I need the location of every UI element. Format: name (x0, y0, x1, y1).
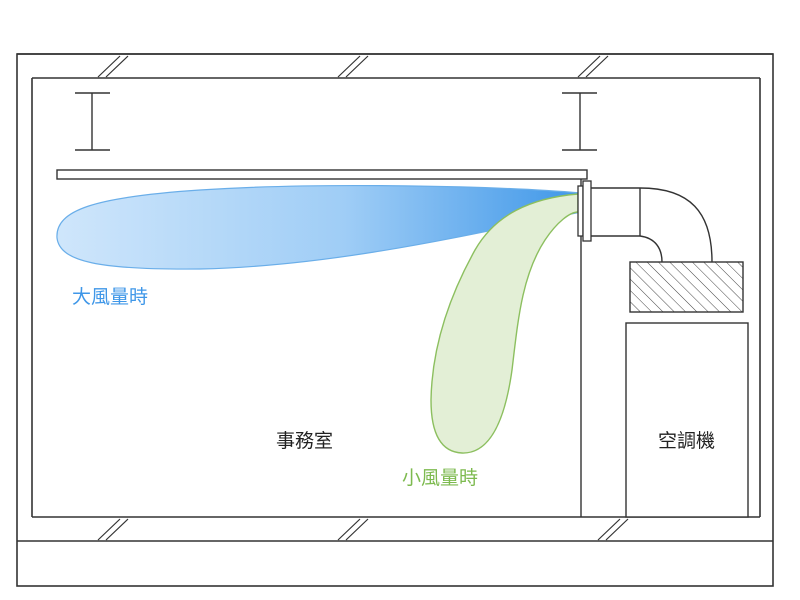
large-airflow-label: 大風量時 (72, 286, 148, 308)
break-marks (97, 55, 629, 541)
air-handler-body (625, 322, 749, 518)
supply-diffuser (577, 180, 592, 242)
air-conditioner-label: 空調機 (658, 430, 715, 452)
supply-duct (591, 187, 713, 263)
ceiling-panel (56, 169, 588, 180)
small-airflow-label: 小風量時 (402, 467, 478, 489)
ceiling-hangers (75, 92, 597, 151)
air-handler-filter (629, 261, 744, 313)
small-airflow-plume (430, 193, 579, 454)
large-airflow-plume (56, 184, 582, 270)
office-label: 事務室 (276, 430, 333, 452)
